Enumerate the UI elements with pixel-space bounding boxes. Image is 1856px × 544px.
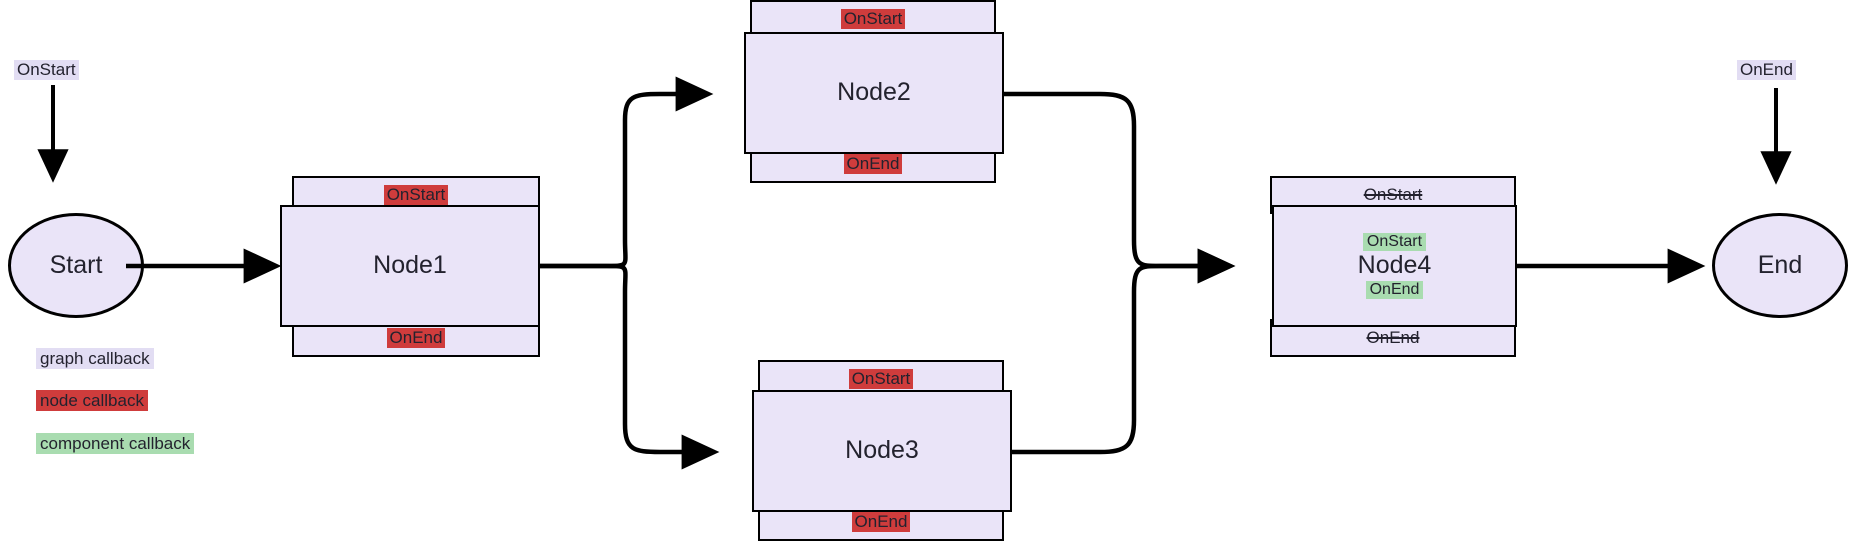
legend-item-node-callback: node callback: [36, 390, 194, 412]
node4-box[interactable]: OnStart Node4 OnEnd: [1272, 205, 1517, 327]
node4-title: Node4: [1357, 251, 1432, 280]
node3-onstart-label: OnStart: [848, 369, 914, 389]
node2-box[interactable]: Node2: [744, 32, 1004, 154]
legend-item-component-callback: component callback: [36, 432, 195, 454]
node2-top-callback-bar[interactable]: OnStart: [750, 0, 996, 38]
node2-onend-label: OnEnd: [843, 154, 903, 174]
graph-callback-onstart-label: OnStart: [14, 60, 79, 80]
node3-onend-label: OnEnd: [851, 512, 911, 532]
legend-label-graph-callback: graph callback: [36, 348, 154, 369]
graph-callback-onend-label: OnEnd: [1737, 60, 1796, 80]
legend-label-component-callback: component callback: [36, 432, 195, 454]
start-node-label: Start: [49, 251, 103, 279]
node2-onstart-label: OnStart: [840, 9, 906, 29]
edge-node2-to-node4: [1000, 91, 1236, 284]
end-node-label: End: [1757, 251, 1803, 279]
node1-onstart-label: OnStart: [383, 185, 449, 205]
node4-component-onend-label: OnEnd: [1365, 280, 1424, 299]
node3-title: Node3: [845, 436, 919, 465]
legend-label-node-callback: node callback: [36, 390, 148, 412]
edge-node3-to-node4: [1005, 248, 1236, 455]
node2-title: Node2: [837, 78, 911, 107]
node1-onend-label: OnEnd: [386, 328, 446, 348]
edge-node1-to-node3: [540, 263, 720, 470]
start-node[interactable]: Start: [8, 213, 144, 318]
node1-title: Node1: [373, 251, 447, 280]
node1-box[interactable]: Node1: [280, 205, 540, 327]
node4-component-onstart-label: OnStart: [1362, 233, 1427, 252]
edge-node1-to-node2: [540, 76, 714, 269]
legend: graph callback node callback component c…: [36, 348, 195, 475]
legend-item-graph-callback: graph callback: [36, 348, 194, 369]
node4-top-onstart-label: OnStart: [1363, 185, 1423, 204]
end-node[interactable]: End: [1712, 213, 1848, 318]
node4-bottom-onend-label: OnEnd: [1366, 328, 1420, 347]
node3-box[interactable]: Node3: [752, 390, 1012, 512]
